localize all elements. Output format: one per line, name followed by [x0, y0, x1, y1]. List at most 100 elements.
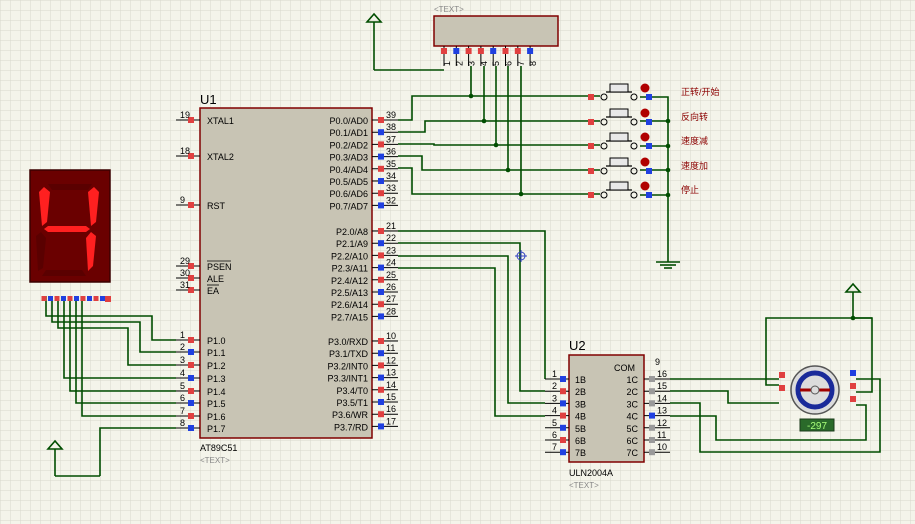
button-3[interactable]: 速度减 [588, 132, 708, 150]
u2-part: ULN2004A [569, 468, 613, 478]
pin-number: 3 [552, 393, 557, 403]
display-pin[interactable] [41, 296, 47, 301]
button-1[interactable]: 正转/开始 [588, 83, 720, 101]
u2-pin-2[interactable]: 22B [545, 381, 586, 397]
u1-pin-3[interactable]: 3P1.2 [176, 355, 226, 371]
pin-marker [188, 263, 194, 269]
u1-pin-2[interactable]: 2P1.1 [176, 342, 226, 358]
display-pin[interactable] [80, 296, 86, 301]
button-2[interactable]: 反向转 [588, 108, 708, 126]
header-pin-4[interactable]: 4 [477, 46, 489, 66]
pin-marker [378, 153, 384, 160]
pin-marker [649, 437, 655, 443]
pin-number: 10 [657, 442, 667, 452]
pin-marker [188, 400, 194, 406]
display-pin[interactable] [100, 296, 105, 301]
power-terminal-top [365, 12, 444, 71]
header-pin-2[interactable]: 2 [453, 46, 464, 66]
display-pin[interactable] [67, 296, 73, 301]
display-pin[interactable] [48, 296, 53, 301]
header-pin-7[interactable]: 7 [514, 46, 526, 66]
u2-pin-3[interactable]: 33B [545, 393, 586, 409]
u2-pin-1[interactable]: 11B [545, 369, 586, 385]
u1-microcontroller[interactable]: U1 AT89C51 <TEXT> 19XTAL118XTAL29RST29PS… [176, 92, 398, 465]
display-pin[interactable] [87, 296, 92, 301]
button-5[interactable]: 停止 [588, 181, 699, 199]
junction-dot [518, 191, 524, 197]
display-pin[interactable] [93, 296, 99, 301]
u2-pin-7[interactable]: 77B [545, 442, 586, 458]
pin-number: 26 [386, 282, 396, 292]
seven-segment-display[interactable]: 4 [29, 169, 111, 302]
u1-pin-4[interactable]: 4P1.3 [176, 368, 226, 384]
u2-pin-4[interactable]: 44B [545, 406, 586, 422]
pin-number: 32 [386, 195, 396, 205]
u1-pin-8[interactable]: 8P1.7 [176, 418, 226, 434]
u2-pin-6[interactable]: 66B [545, 430, 586, 446]
pin-number: 7 [552, 442, 557, 452]
u1-pin-6[interactable]: 6P1.5 [176, 393, 226, 409]
stepper-motor[interactable]: -297 [779, 365, 856, 432]
button-4[interactable]: 速度加 [588, 157, 708, 175]
pin-marker [378, 289, 384, 295]
pin-number: 36 [386, 147, 396, 157]
ground-symbol [656, 256, 680, 269]
u1-pin-1[interactable]: 1P1.0 [176, 330, 226, 346]
display-pin[interactable] [74, 296, 79, 301]
u2-driver[interactable]: U2 COM 9 ULN2004A <TEXT> 11B22B33B44B55B… [545, 338, 670, 490]
u2-pin-5[interactable]: 55B [545, 418, 586, 434]
header-pin-3[interactable]: 3 [465, 46, 477, 66]
display-pin[interactable] [54, 296, 60, 301]
header-pin-5[interactable]: 5 [490, 46, 501, 66]
header-pin-8[interactable]: 8 [527, 46, 538, 66]
u1-pin-7[interactable]: 7P1.6 [176, 406, 226, 422]
pin-marker [646, 119, 652, 125]
u1-pin-5[interactable]: 5P1.4 [176, 381, 226, 397]
display-pin[interactable] [105, 296, 111, 302]
pin-number: 33 [386, 183, 396, 193]
header-pin-6[interactable]: 6 [502, 46, 514, 66]
header-pin-1[interactable]: 1 [441, 46, 452, 66]
display-pin[interactable] [61, 296, 66, 301]
